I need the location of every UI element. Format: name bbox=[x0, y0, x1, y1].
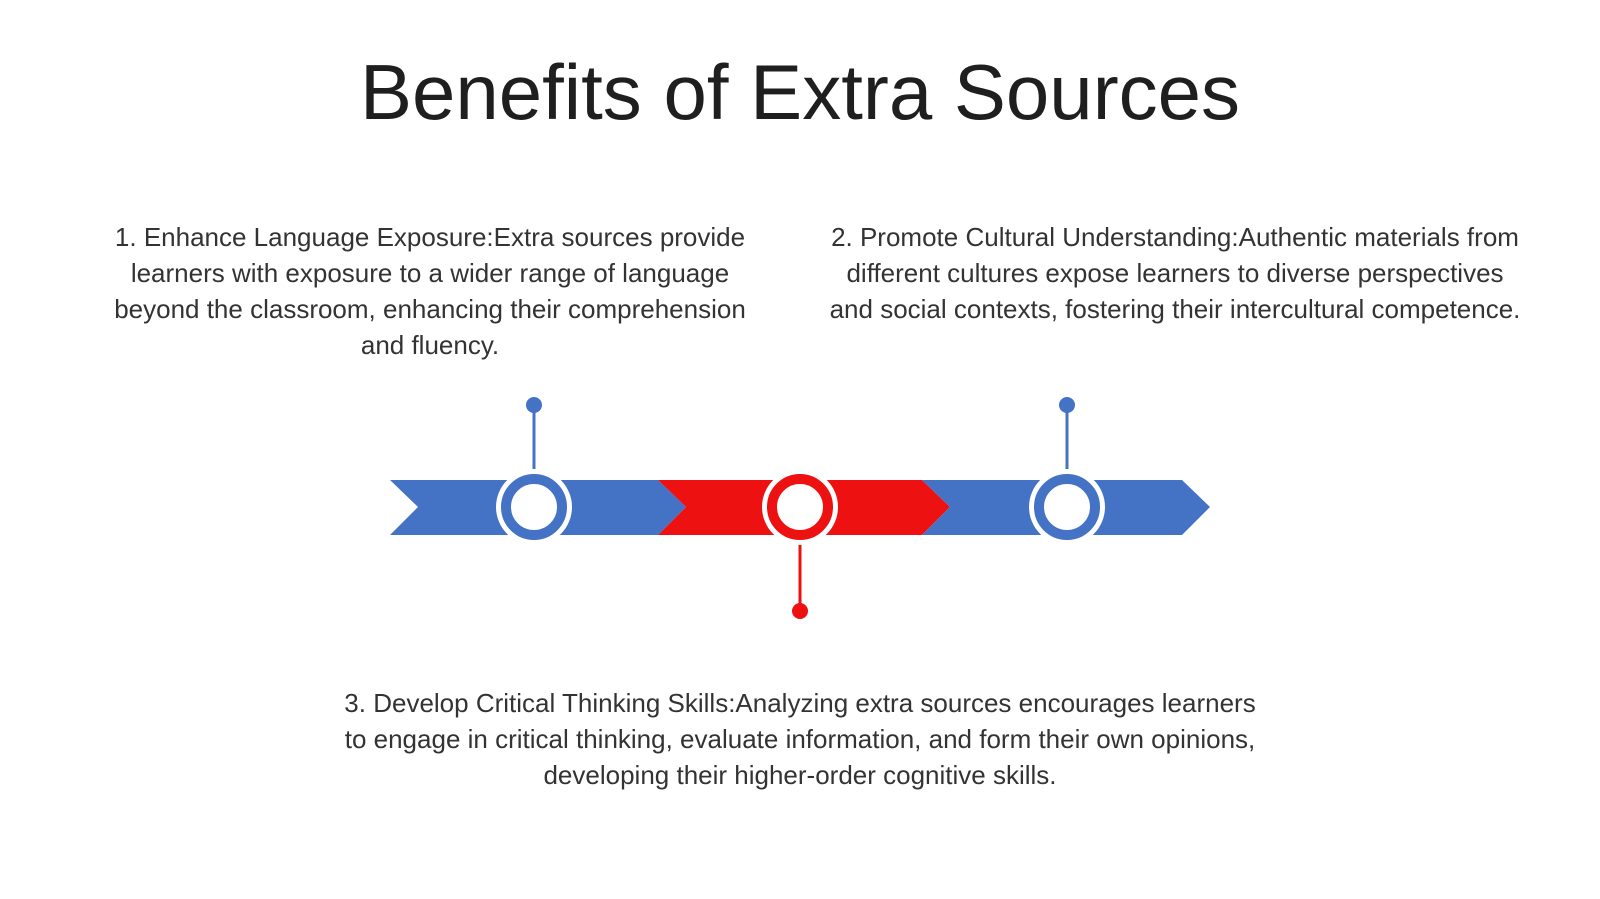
milestone-3-ring bbox=[1034, 474, 1100, 540]
milestone-1-dot bbox=[526, 397, 542, 413]
milestone-2-dot bbox=[792, 603, 808, 619]
milestone-1-ring bbox=[501, 474, 567, 540]
milestone-2-ring bbox=[767, 474, 833, 540]
benefit-2-text: 2. Promote Cultural Understanding:Authen… bbox=[829, 222, 1521, 324]
slide-title: Benefits of Extra Sources bbox=[359, 48, 1241, 136]
milestone-3-dot bbox=[1059, 397, 1075, 413]
benefit-1-text: 1. Enhance Language Exposure:Extra sourc… bbox=[114, 222, 746, 360]
benefit-3-text: 3. Develop Critical Thinking Skills:Anal… bbox=[344, 688, 1256, 790]
